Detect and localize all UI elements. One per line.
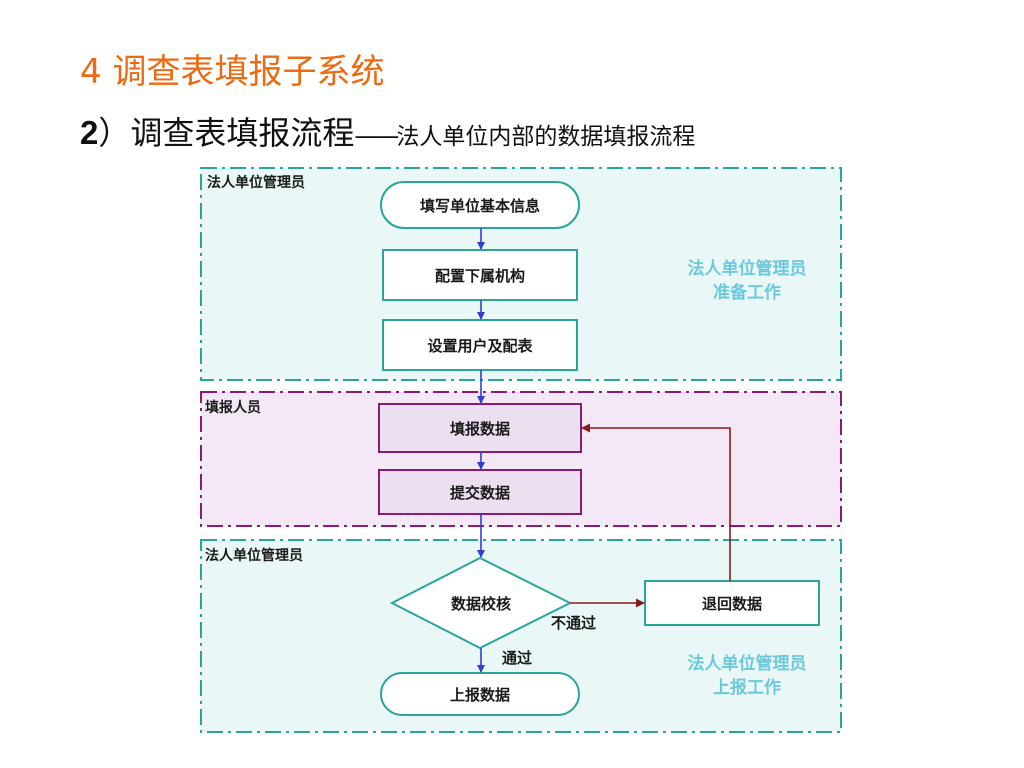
subtitle-number: 2: [80, 114, 99, 151]
lane-label-admin-prep: 法人单位管理员: [207, 175, 305, 191]
note-admin-prep: 法人单位管理员 准备工作: [657, 257, 837, 305]
node-shape-fill-basic-info: [380, 181, 580, 229]
note-admin-report-line2: 上报工作: [713, 678, 781, 698]
node-verify-data: 数据校核: [450, 594, 511, 613]
subtitle-dash: ——: [354, 122, 399, 150]
node-shape-config-subordinate: [382, 249, 578, 301]
node-shape-submit-data: [378, 469, 582, 515]
note-admin-prep-line1: 法人单位管理员: [687, 259, 807, 279]
node-shape-fill-data: [378, 403, 582, 453]
node-shape-verify-data: [389, 556, 573, 650]
node-submit-data: 提交数据: [449, 483, 510, 502]
lane-label-filler: 填报人员: [205, 400, 261, 416]
edge-label-fail: 不通过: [551, 614, 597, 632]
node-fill-data: 填报数据: [449, 419, 510, 438]
slide-subtitle: 2）调查表填报流程——法人单位内部的数据填报流程: [80, 108, 695, 164]
note-admin-prep-line2: 准备工作: [713, 283, 781, 303]
slide-title: 4 调查表填报子系统: [80, 52, 385, 92]
subtitle-paren: ）: [98, 114, 131, 152]
flow-diagram-canvas: [200, 167, 842, 733]
arrow-return-to-fill: [581, 423, 731, 581]
lane-label-admin-report: 法人单位管理员: [205, 548, 303, 564]
node-shape-return-data: [644, 580, 820, 626]
node-return-data: 退回数据: [701, 594, 762, 613]
flow-diagram: 法人单位管理员 填报人员 法人单位管理员 填写单位基本信息 配置下属机构 设置用…: [195, 160, 855, 740]
note-admin-report-line1: 法人单位管理员: [687, 654, 807, 674]
node-config-subordinate: 配置下属机构: [434, 266, 525, 285]
lane-admin-report: [200, 539, 842, 733]
node-fill-basic-info: 填写单位基本信息: [419, 196, 540, 215]
note-admin-report: 法人单位管理员 上报工作: [657, 652, 837, 700]
node-shape-report-data: [380, 672, 580, 716]
edge-label-pass: 通过: [502, 649, 533, 667]
subtitle-description: 法人单位内部的数据填报流程: [396, 124, 696, 150]
node-shape-setup-users: [382, 319, 578, 371]
subtitle-main: 调查表填报流程: [130, 114, 355, 152]
node-report-data: 上报数据: [449, 685, 510, 704]
node-setup-users: 设置用户及配表: [427, 336, 533, 355]
